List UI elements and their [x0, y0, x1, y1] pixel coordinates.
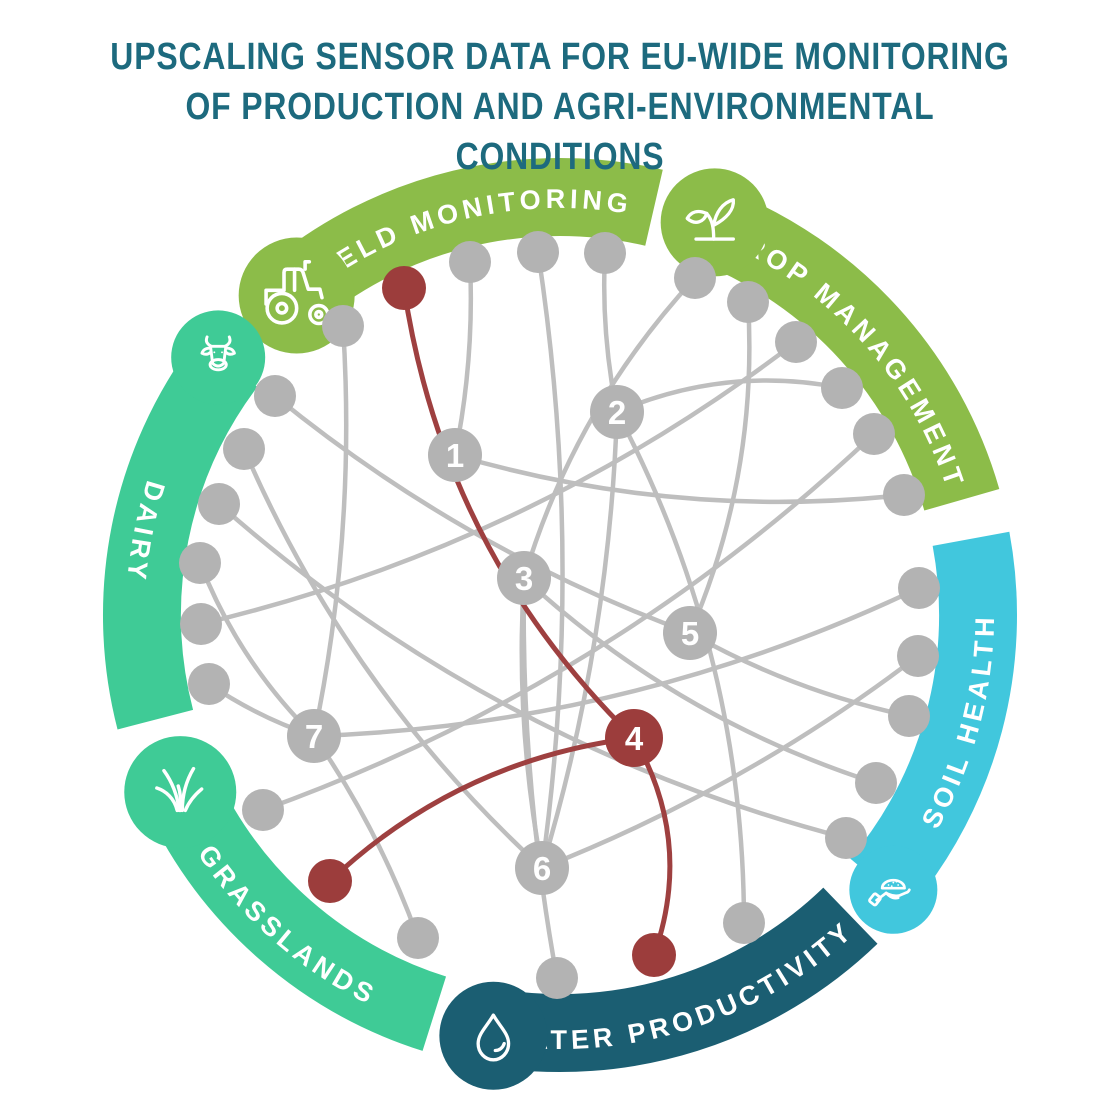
- cow-icon: [200, 335, 236, 372]
- node-number-4: 4: [625, 720, 644, 757]
- link-p19-p7: [260, 431, 877, 813]
- peripheral-node-p18: [883, 474, 925, 516]
- node-3: [497, 551, 551, 605]
- link-p25-h6: [535, 249, 565, 871]
- peripheral-node-p3: [198, 483, 240, 525]
- title-line-1: UPSCALING SENSOR DATA FOR EU-WIDE MONITO…: [110, 36, 1010, 78]
- peripheral-node-p8: [308, 859, 352, 903]
- segment-arc-soil-health: [850, 531, 1017, 909]
- peripheral-node-p26: [449, 241, 491, 283]
- network-links-layer: [197, 249, 922, 981]
- segment-arcs-layer: YIELD MONITORING CROP MANAGEMENT SOIL HE…: [103, 158, 1017, 1090]
- peripheral-node-p20: [821, 367, 863, 409]
- peripheral-node-p14: [855, 762, 897, 804]
- peripheral-node-p11: [632, 933, 676, 977]
- page-title-lines: UPSCALING SENSOR DATA FOR EU-WIDE MONITO…: [90, 32, 1031, 182]
- page-title: UPSCALING SENSOR DATA FOR EU-WIDE MONITO…: [0, 32, 1120, 182]
- peripheral-node-p28: [322, 305, 364, 347]
- link-p15-h5: [687, 630, 912, 719]
- peripheral-node-p25: [517, 231, 559, 273]
- peripheral-node-p12: [723, 902, 765, 944]
- node-6: [515, 841, 569, 895]
- peripheral-node-p10: [536, 957, 578, 999]
- peripheral-node-p2: [223, 428, 265, 470]
- network-nodes-layer: 1 2 3 4 5 6 7: [179, 231, 940, 999]
- segment-icon-circle-dairy: [171, 310, 266, 405]
- peripheral-node-p27: [382, 266, 426, 310]
- link-p16-h6: [539, 653, 921, 871]
- peripheral-node-p13: [825, 817, 867, 859]
- node-number-6: 6: [533, 850, 551, 887]
- node-number-2: 2: [608, 394, 626, 431]
- peripheral-node-p19: [853, 413, 895, 455]
- link-p26-h1: [452, 259, 474, 458]
- tractor-icon: [264, 260, 330, 326]
- segment-arc-dairy: [103, 339, 258, 730]
- node-number-1: 1: [446, 437, 464, 474]
- title-line-2: OF PRODUCTION AND AGRI-ENVIRONMENTAL CON…: [185, 86, 935, 179]
- segment-icon-circle-water-productivity: [439, 981, 548, 1090]
- link-p17-h7: [311, 585, 922, 739]
- seedling-icon: [685, 198, 735, 241]
- link-h4-p8: [327, 735, 637, 884]
- peripheral-node-p9: [397, 917, 439, 959]
- peripheral-node-p5: [180, 603, 222, 645]
- node-number-5: 5: [681, 615, 699, 652]
- link-p12-h2: [614, 409, 747, 926]
- droplet-icon: [476, 1013, 511, 1062]
- link-p18-h1: [452, 452, 907, 505]
- hand-soil-icon: [868, 878, 911, 907]
- peripheral-node-p21: [775, 321, 817, 363]
- peripheral-node-p23: [674, 257, 716, 299]
- link-p2-h6: [241, 446, 545, 871]
- segment-label-grasslands: GRASSLANDS: [192, 840, 382, 1012]
- link-h4-p11: [631, 735, 673, 958]
- node-number-7: 7: [305, 718, 323, 755]
- link-p28-h7: [311, 323, 349, 739]
- node-1: [428, 428, 482, 482]
- link-p21-p5: [198, 339, 799, 627]
- grass-icon: [155, 766, 204, 813]
- link-p13-p3: [216, 501, 849, 841]
- link-h3-h6: [519, 575, 545, 871]
- peripheral-node-p16: [897, 635, 939, 677]
- node-number-3: 3: [515, 560, 533, 597]
- node-7: [287, 709, 341, 763]
- link-p9-h7: [311, 733, 421, 941]
- link-p20-h2: [614, 378, 845, 415]
- node-2: [590, 385, 644, 439]
- peripheral-node-p15: [888, 695, 930, 737]
- peripheral-node-p7: [242, 789, 284, 831]
- peripheral-node-p17: [898, 567, 940, 609]
- link-h2-h6: [539, 409, 620, 871]
- link-p27-h4: [401, 285, 637, 741]
- node-4: [605, 709, 663, 767]
- segment-arc-water-productivity: [488, 887, 878, 1073]
- peripheral-node-p24: [584, 232, 626, 274]
- node-5: [663, 606, 717, 660]
- peripheral-node-p1: [254, 375, 296, 417]
- peripheral-node-p22: [727, 281, 769, 323]
- peripheral-node-p4: [179, 542, 221, 584]
- link-p1-h5: [272, 393, 693, 636]
- segment-icon-circle-soil-health: [849, 845, 938, 934]
- link-p22-h5: [687, 299, 752, 636]
- peripheral-node-p6: [188, 663, 230, 705]
- link-p14-h3: [521, 575, 879, 786]
